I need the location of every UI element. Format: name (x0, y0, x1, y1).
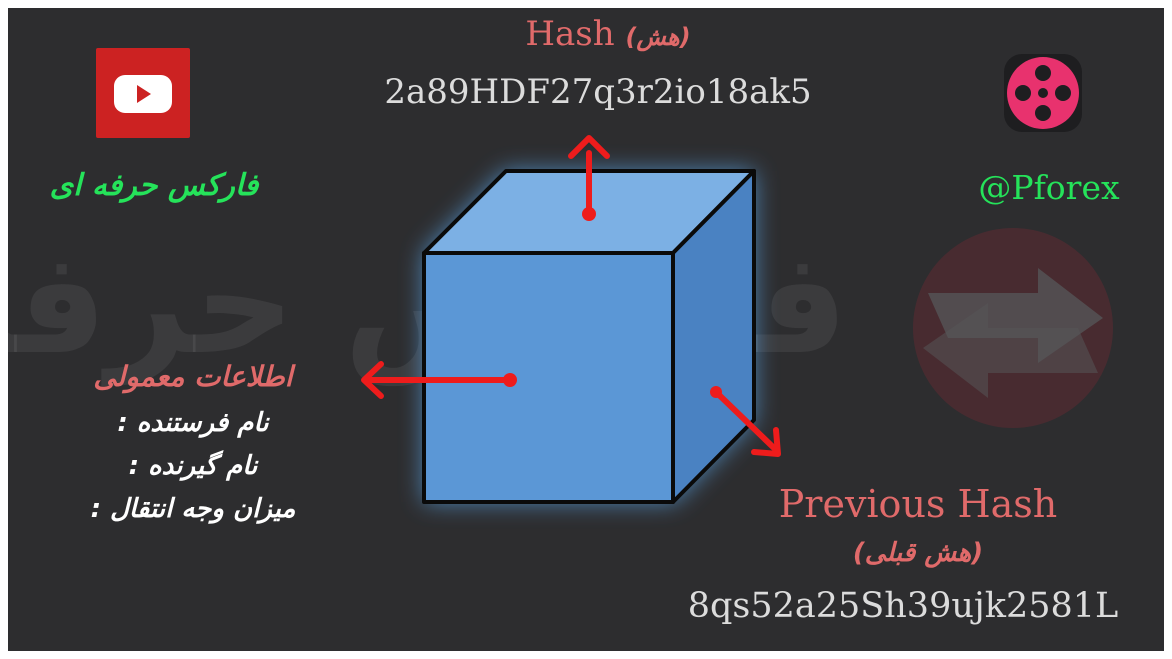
hash-label: Hash (525, 14, 615, 54)
diagram-frame: فارکس حرفه‌ای فارکس حرفه ای @Pforex Hash… (8, 8, 1164, 651)
hash-label-fa: (هش) (625, 23, 691, 51)
cube-front-face (422, 251, 675, 504)
previous-hash-arrow (710, 386, 781, 457)
youtube-icon (96, 48, 190, 138)
info-title: اطلاعات معمولی (93, 360, 293, 393)
social-handle: @Pforex (978, 168, 1120, 207)
block-cube-diagram (361, 135, 781, 504)
hash-value: 2a89HDF27q3r2io18ak5 (384, 72, 812, 112)
hash-arrow (568, 135, 610, 221)
hash-title: Hash (هش) (388, 14, 828, 54)
receiver-line: نام گیرنده : (128, 451, 258, 481)
play-icon (114, 75, 172, 113)
sender-line: نام فرستنده : (117, 408, 269, 438)
brand-name: فارکس حرفه ای (49, 168, 259, 203)
watermark-logo-icon (913, 228, 1113, 428)
amount-line: میزان وجه انتقال : (90, 494, 296, 524)
info-arrow (361, 361, 517, 399)
film-reel-icon (1004, 54, 1082, 132)
previous-hash-value: 8qs52a25Sh39ujk2581L (687, 586, 1119, 626)
previous-hash-title-fa: (هش قبلی) (852, 538, 984, 568)
previous-hash-title: Previous Hash (778, 482, 1058, 526)
